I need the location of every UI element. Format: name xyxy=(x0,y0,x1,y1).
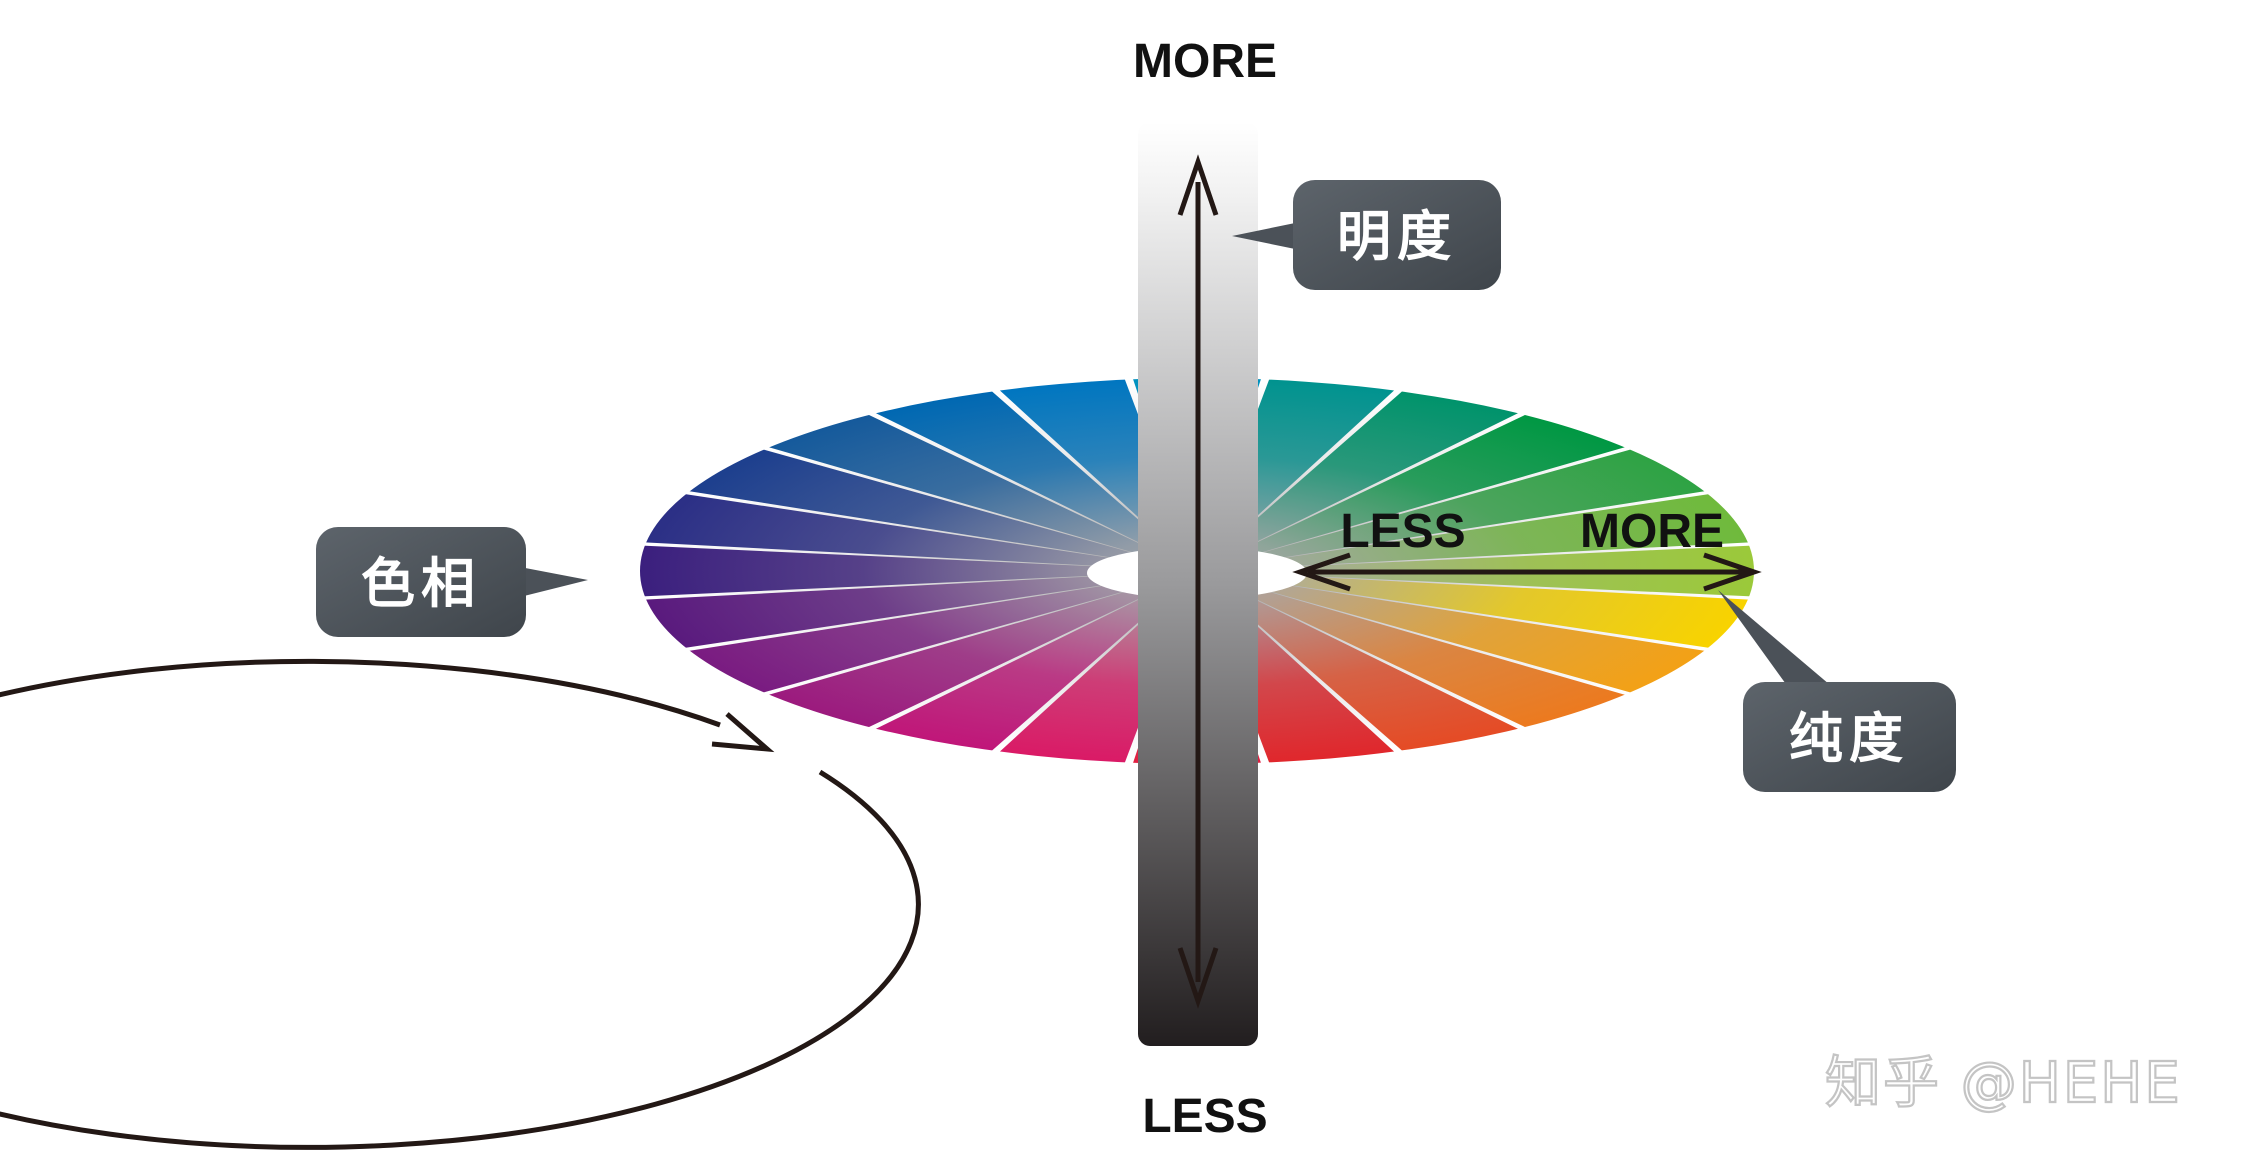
brightness-more-label: MORE xyxy=(1133,35,1277,88)
hue-callout: 色相 xyxy=(316,527,588,637)
saturation-callout: 纯度 xyxy=(1718,590,1956,792)
hue-ring xyxy=(0,658,921,1150)
saturation-less-label: LESS xyxy=(1340,505,1465,558)
saturation-callout-label: 纯度 xyxy=(1789,707,1909,770)
saturation-more-label: MORE xyxy=(1580,505,1724,558)
saturation-callout-pointer xyxy=(1718,590,1836,698)
watermark: 知乎 @HEHE xyxy=(1825,1051,2182,1116)
brightness-callout: 明度 xyxy=(1232,180,1501,290)
brightness-callout-box xyxy=(1293,180,1501,290)
saturation-callout-box xyxy=(1743,682,1956,792)
hue-callout-box xyxy=(316,527,526,637)
saturation-arrowhead-right xyxy=(1703,552,1762,592)
brightness-callout-pointer xyxy=(1232,222,1300,250)
hue-callout-label: 色相 xyxy=(361,552,481,615)
brightness-callout-label: 明度 xyxy=(1337,205,1457,268)
hue-callout-pointer xyxy=(520,567,588,597)
saturation-arrowhead-left xyxy=(1292,552,1351,592)
brightness-arrowhead-up xyxy=(1177,154,1219,216)
hue-wheel xyxy=(640,378,1754,764)
hue-rotation-arrowhead xyxy=(711,712,775,753)
brightness-arrowhead-down xyxy=(1177,947,1219,1009)
brightness-less-label: LESS xyxy=(1142,1090,1267,1143)
